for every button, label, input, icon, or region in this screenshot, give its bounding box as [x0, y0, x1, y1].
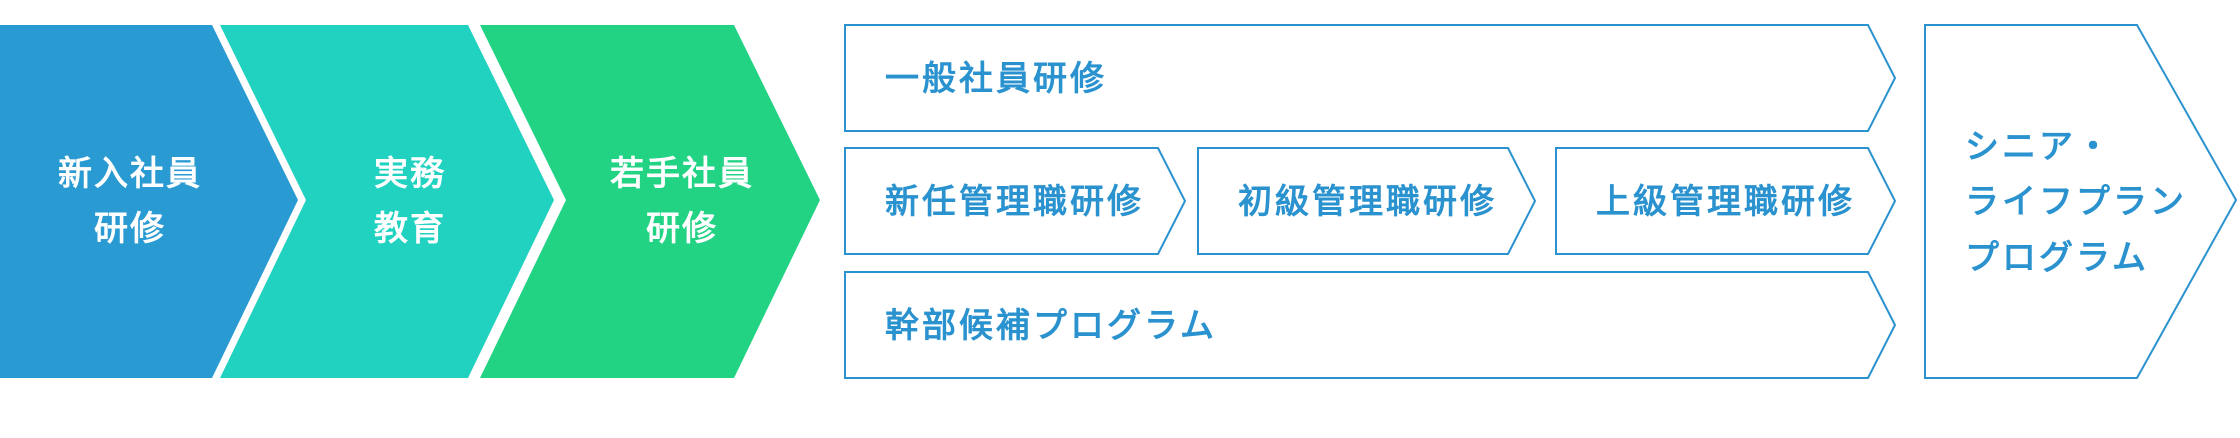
program-senior-manager-shape: [1555, 147, 1897, 255]
program-new-manager: 新任管理職研修: [844, 147, 1187, 255]
program-junior-manager-label: 初級管理職研修: [1238, 182, 1497, 222]
stage-new-employee-line1: 新入社員: [58, 154, 202, 194]
program-new-manager-shape: [844, 147, 1187, 255]
program-general: 一般社員研修: [844, 24, 1897, 132]
stage-young-employee: 若手社員 研修: [480, 25, 820, 378]
stage-young-employee-shape: [480, 25, 820, 378]
program-junior-manager: 初級管理職研修: [1197, 147, 1537, 255]
stage-practical-education-line2: 教育: [374, 209, 446, 249]
program-executive-shape: [844, 271, 1897, 379]
stage-young-employee-line2: 研修: [646, 209, 718, 249]
program-executive: 幹部候補プログラム: [844, 271, 1897, 379]
stage-young-employee-line1: 若手社員: [610, 154, 754, 194]
stage-new-employee-line2: 研修: [94, 209, 166, 249]
stage-practical-education: 実務 教育: [220, 25, 554, 378]
program-senior-manager: 上級管理職研修: [1555, 147, 1897, 255]
program-senior-life-plan-shape: [1924, 24, 2238, 379]
stage-new-employee: 新入社員 研修: [0, 25, 298, 378]
stage-practical-education-shape: [220, 25, 554, 378]
program-senior-life-plan-line3: プログラム: [1965, 238, 2149, 278]
program-junior-manager-shape: [1197, 147, 1537, 255]
program-senior-life-plan-line1: シニア・: [1965, 127, 2113, 167]
program-new-manager-label: 新任管理職研修: [885, 182, 1144, 222]
program-senior-life-plan-line2: ライフプラン: [1965, 182, 2187, 222]
stage-practical-education-line1: 実務: [374, 154, 446, 194]
program-senior-life-plan: シニア・ ライフプラン プログラム: [1924, 24, 2238, 379]
program-senior-manager-label: 上級管理職研修: [1596, 182, 1855, 222]
stage-new-employee-shape: [0, 25, 298, 378]
program-general-label: 一般社員研修: [885, 59, 1107, 99]
program-executive-label: 幹部候補プログラム: [885, 306, 1217, 346]
program-general-shape: [844, 24, 1897, 132]
